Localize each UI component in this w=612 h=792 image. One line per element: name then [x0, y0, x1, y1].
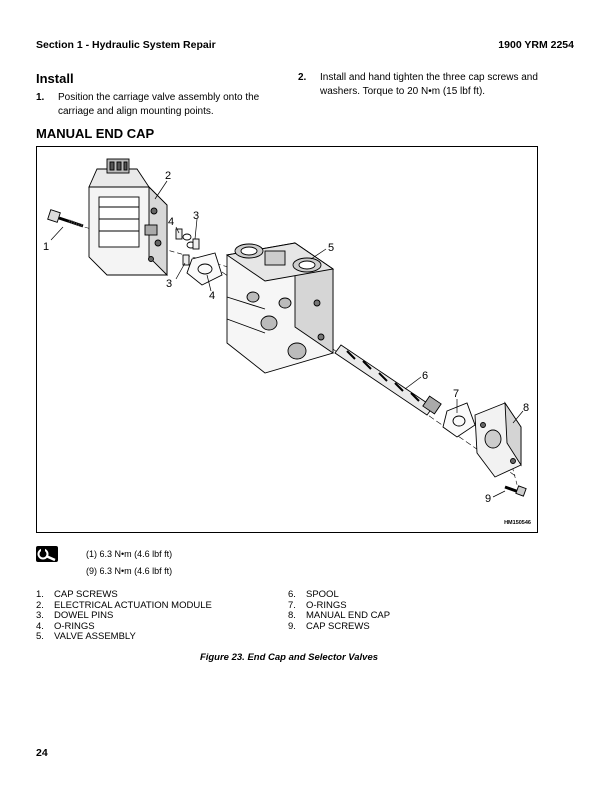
callout-9: 9 [485, 493, 491, 505]
figure-id: HM150546 [504, 520, 531, 526]
step-number: 2. [298, 72, 307, 83]
cap-screw-1 [47, 209, 84, 228]
legend-number: 2. [36, 599, 44, 611]
install-heading: Install [36, 71, 74, 86]
legend-text: CAP SCREWS [54, 589, 118, 600]
legend-text: DOWEL PINS [54, 610, 114, 622]
o-rings-7 [442, 402, 476, 438]
legend-number: 3. [36, 610, 44, 622]
legend-number: 9. [288, 620, 296, 632]
legend-text: ELECTRICAL ACTUATION MODULE [54, 599, 212, 611]
legend-text: CAP SCREWS [306, 620, 370, 632]
callout-3-secondary: 3 [166, 278, 172, 290]
legend-number: 6. [288, 589, 296, 600]
step-text: Install and hand tighten the three cap s… [320, 72, 538, 97]
manual-end-cap-heading: MANUAL END CAP [36, 126, 155, 141]
exploded-view-figure: 1 2 3 4 5 6 7 8 9 3 4 HM150546 [36, 146, 538, 533]
torque-spec-1: (1) 6.3 N•m (4.6 lbf ft) [86, 549, 173, 559]
legend-number: 8. [288, 610, 296, 622]
legend-number: 1. [36, 589, 44, 600]
legend-text: SPOOL [306, 589, 339, 600]
cap-screw-9 [504, 485, 527, 497]
torque-spec-9: (9) 6.3 N•m (4.6 lbf ft) [86, 566, 173, 576]
dowel-pins-and-o-rings [175, 228, 223, 286]
running-header-section: Section 1 - Hydraulic System Repair [36, 39, 216, 51]
running-header-doc-id: 1900 YRM 2254 [498, 39, 574, 51]
valve-assembly [225, 242, 335, 374]
callout-5: 5 [328, 242, 334, 254]
callout-3: 3 [193, 210, 199, 222]
manual-end-cap [474, 401, 522, 478]
legend-text: O-RINGS [54, 620, 95, 632]
callout-1: 1 [43, 241, 49, 253]
legend-number: 7. [288, 599, 296, 611]
wrench-icon [36, 546, 58, 562]
page-number: 24 [36, 747, 48, 759]
figure-caption: Figure 23. End Cap and Selector Valves [199, 652, 379, 663]
callout-4-secondary: 4 [209, 290, 215, 302]
legend-number: 4. [36, 620, 44, 632]
step-text: Position the carriage valve assembly ont… [58, 92, 260, 117]
callout-2: 2 [165, 170, 171, 182]
step-number: 1. [36, 92, 45, 103]
legend-number: 5. [36, 631, 44, 643]
callout-8: 8 [523, 402, 529, 414]
callout-4: 4 [168, 216, 174, 228]
legend-text: O-RINGS [306, 599, 347, 611]
electrical-actuation-module [88, 158, 168, 277]
legend-text: VALVE ASSEMBLY [54, 631, 136, 643]
callout-7: 7 [453, 388, 459, 400]
spool [334, 344, 442, 416]
legend-text: MANUAL END CAP [306, 610, 391, 622]
callout-6: 6 [422, 370, 428, 382]
exploded-view-drawing: 1 2 3 4 5 6 7 8 9 3 4 [43, 158, 529, 505]
